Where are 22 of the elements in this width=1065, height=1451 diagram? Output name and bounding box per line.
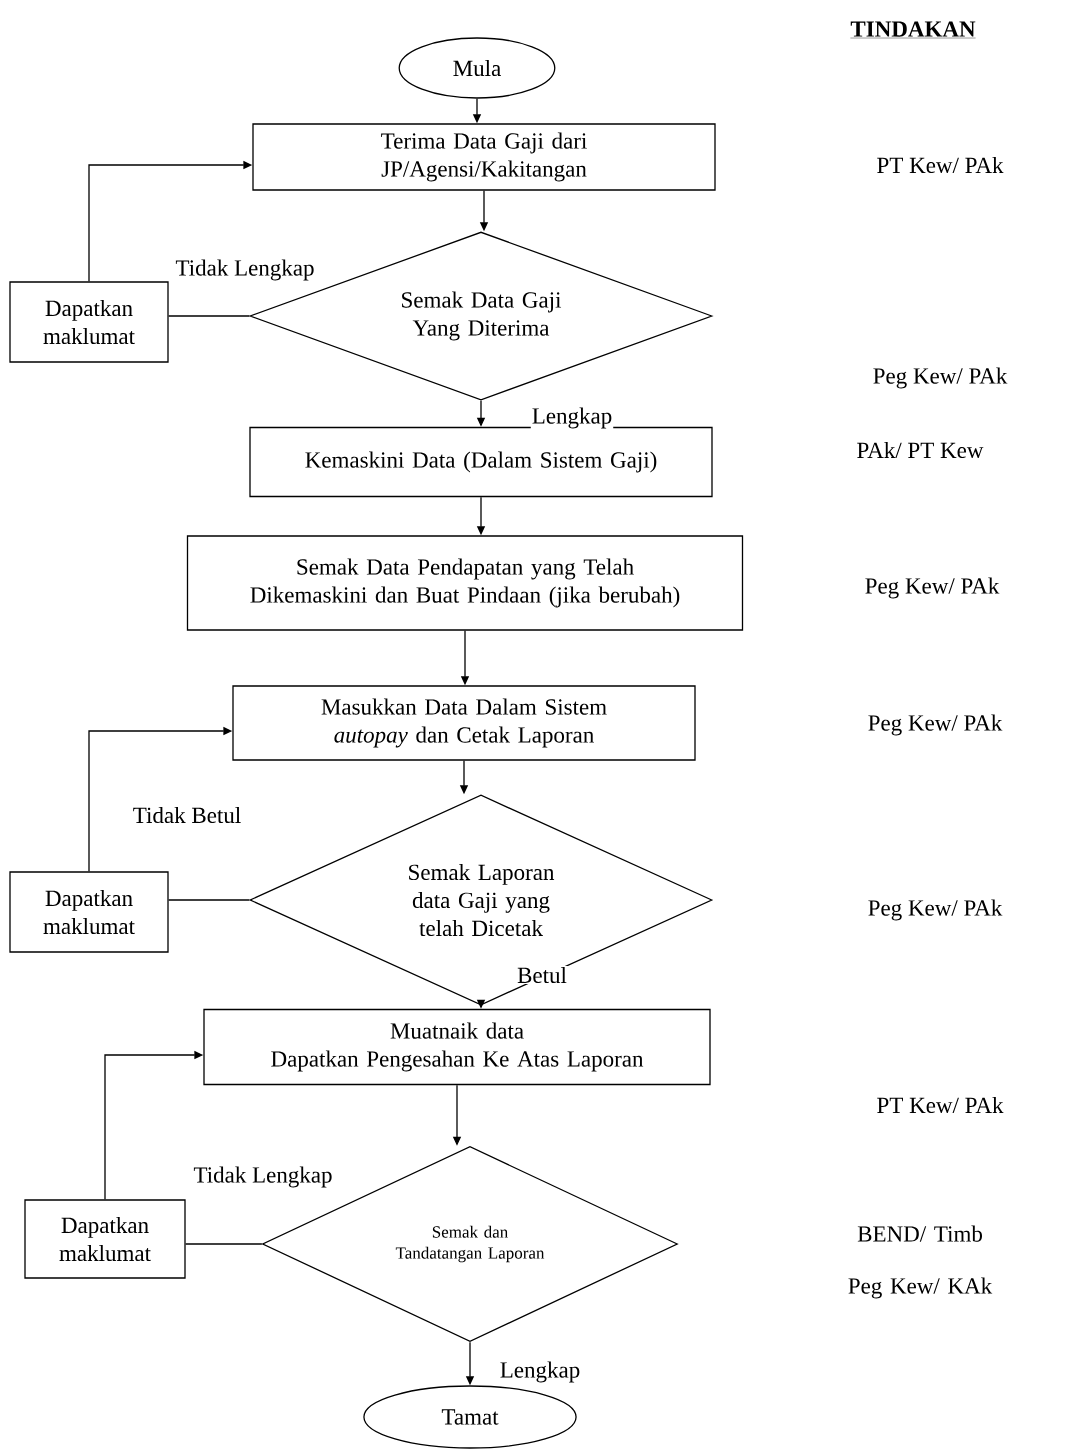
role-label: Peg Kew/ PAk: [865, 577, 1000, 599]
heading: TINDAKAN: [850, 21, 976, 39]
role-label: BEND/ Timb Peg Kew/ KAk: [848, 1225, 993, 1299]
terminal-oval: Mula: [398, 37, 556, 99]
process-box: Dapatkan maklumat: [9, 281, 169, 363]
role-label: Peg Kew/ PAk: [868, 714, 1003, 736]
role-label: PAk/ PT Kew: [857, 441, 984, 459]
process-box: Dapatkan maklumat: [24, 1199, 186, 1279]
process-box: Masukkan Data Dalam Sistem autopay dan Cetak Laporan: [232, 685, 696, 761]
process-box: Terima Data Gaji dari JP/Agensi/Kakitangan: [252, 123, 716, 191]
role-label: PT Kew/ PAk: [877, 156, 1004, 174]
process-box: Dapatkan maklumat: [9, 871, 169, 953]
edge-label: Betul: [516, 965, 568, 985]
role-label: PT Kew/ PAk: [877, 1096, 1004, 1114]
role-label: Peg Kew/ PAk: [868, 899, 1003, 921]
role-label: Peg Kew/ PAk: [873, 367, 1008, 389]
edge-label: Lengkap: [498, 1360, 582, 1384]
process-box: Semak Data Pendapatan yang Telah Dikemaskini dan Buat Pindaan (jika berubah): [186, 535, 744, 631]
edge-label: Lengkap: [530, 406, 614, 430]
edge-label: Tidak Betul: [131, 805, 243, 825]
process-box: Muatnaik data Dapatkan Pengesahan Ke Atas Laporan: [203, 1008, 711, 1086]
terminal-oval: Tamat: [363, 1385, 577, 1449]
